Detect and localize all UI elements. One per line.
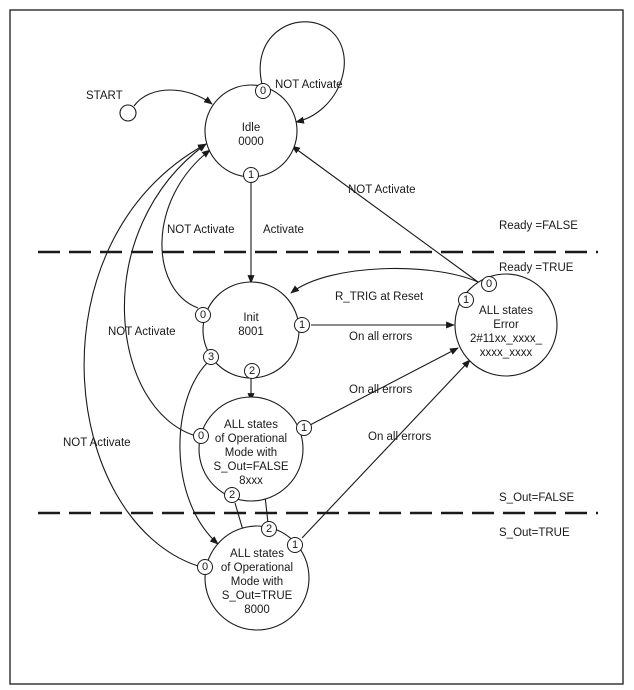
state-error-line-1: ALL states [479, 305, 533, 317]
svg-text:1: 1 [463, 294, 469, 306]
port-idle-out: 1 [243, 167, 259, 183]
state-error-line-2: Error [493, 319, 519, 331]
zone-label-sout-false: S_Out=FALSE [499, 492, 574, 504]
svg-text:0: 0 [198, 430, 204, 442]
svg-text:0: 0 [260, 85, 266, 97]
state-error-line-3: 2#11xx_xxxx_ [470, 333, 543, 345]
state-init-line-2: 8001 [238, 326, 264, 338]
optrue-to-idle-arrow [83, 143, 207, 567]
label-optrue-to-idle: NOT Activate [63, 437, 131, 449]
svg-text:2: 2 [249, 365, 255, 377]
state-op-true-line-3: Mode with [231, 576, 283, 588]
port-init-error: 1 [294, 317, 310, 333]
svg-text:2: 2 [266, 523, 272, 535]
label-idle-to-init: Activate [263, 224, 304, 236]
state-idle-line-1: Idle [242, 122, 261, 134]
svg-text:0: 0 [200, 309, 206, 321]
init-to-idle-arrow [161, 149, 211, 309]
state-op-false-line-4: S_Out=FALSE [213, 461, 288, 473]
opfalse-to-idle-arrow [123, 143, 207, 437]
port-init-op: 2 [244, 363, 260, 379]
zone-label-sout-true: S_Out=TRUE [499, 527, 570, 539]
state-idle-line-2: 0000 [238, 136, 264, 148]
port-opfalse-error: 1 [296, 420, 312, 436]
state-error [454, 273, 558, 377]
init-to-optrue-arrow [179, 361, 219, 545]
svg-text:1: 1 [248, 169, 254, 181]
state-init-line-1: Init [243, 312, 259, 324]
state-op-true-line-2: of Operational [221, 562, 293, 574]
state-op-true [204, 525, 310, 631]
start-node [119, 104, 137, 122]
label-optrue-to-error: On all errors [368, 431, 432, 443]
state-op-false-line-2: of Operational [215, 433, 287, 445]
state-error-line-4: xxxx_xxxx [480, 347, 533, 359]
error-to-init-arrow [290, 267, 483, 294]
diagram-frame [9, 9, 624, 685]
state-op-false-line-5: 8xxx [239, 475, 263, 487]
label-init-to-idle: NOT Activate [167, 224, 235, 236]
state-op-true-line-4: S_Out=TRUE [222, 590, 293, 602]
optrue-to-error-arrow [301, 359, 471, 539]
port-opfalse-back: 0 [193, 428, 209, 444]
label-error-to-init: R_TRIG at Reset [335, 291, 424, 303]
label-idle-self: NOT Activate [275, 79, 343, 91]
svg-text:3: 3 [208, 351, 214, 363]
label-opfalse-to-error: On all errors [349, 384, 413, 396]
start-to-idle-arrow [133, 89, 213, 107]
state-op-false-line-3: Mode with [225, 447, 277, 459]
port-optrue-up: 2 [261, 521, 277, 537]
idle-self-loop-arrow [259, 21, 345, 124]
svg-text:0: 0 [202, 561, 208, 573]
zone-label-ready-false: Ready =FALSE [499, 220, 578, 232]
port-init-optrue: 3 [203, 349, 219, 365]
svg-text:2: 2 [229, 489, 235, 501]
svg-text:0: 0 [486, 278, 492, 290]
label-opfalse-to-idle: NOT Activate [108, 326, 176, 338]
port-optrue-error: 1 [287, 537, 303, 553]
state-op-false-line-1: ALL states [224, 419, 278, 431]
port-opfalse-down: 2 [224, 487, 240, 503]
port-error-back: 0 [481, 276, 497, 292]
label-error-to-idle: NOT Activate [348, 184, 416, 196]
error-to-idle-arrow [291, 145, 479, 283]
port-init-back: 0 [195, 307, 211, 323]
state-op-true-line-5: 8000 [244, 604, 270, 616]
svg-text:1: 1 [299, 319, 305, 331]
opfalse-to-error-arrow [309, 347, 459, 426]
svg-text:1: 1 [292, 539, 298, 551]
start-label: START [86, 90, 123, 102]
state-op-true-line-1: ALL states [230, 548, 284, 560]
port-optrue-back: 0 [197, 559, 213, 575]
svg-text:1: 1 [301, 422, 307, 434]
port-error-reset: 1 [458, 292, 474, 308]
zone-label-ready-true: Ready =TRUE [499, 262, 574, 274]
port-idle-self: 0 [255, 83, 271, 99]
state-op-false [198, 396, 304, 502]
label-init-to-error: On all errors [349, 331, 413, 343]
